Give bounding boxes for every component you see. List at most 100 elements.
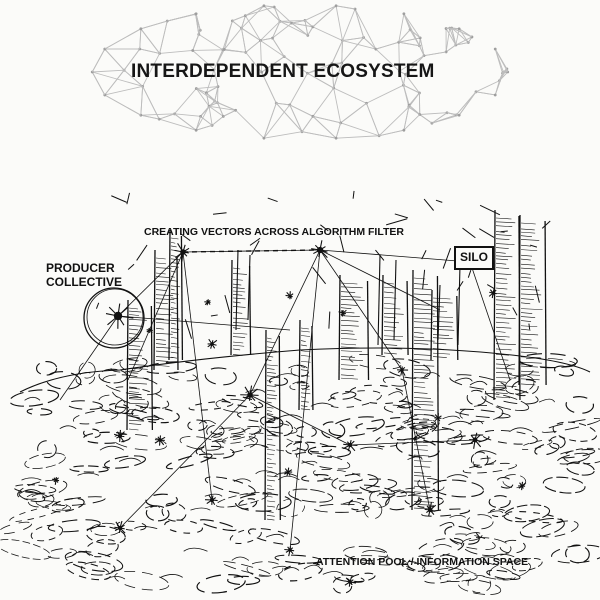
pillar-shading (340, 291, 356, 293)
mesh-edge (445, 28, 457, 46)
ripple (401, 560, 426, 572)
ripple (36, 360, 58, 376)
ripple (114, 396, 149, 415)
pillar-shading (300, 344, 307, 347)
star-core (316, 246, 324, 254)
ripple (265, 418, 293, 437)
ripple (288, 488, 334, 503)
mesh-edge (408, 92, 420, 106)
ripple (449, 533, 496, 551)
mesh-edge (291, 22, 309, 36)
ripple (209, 426, 262, 442)
star-core (113, 311, 123, 321)
ripple (179, 436, 222, 451)
pillar-shading (266, 515, 275, 517)
mesh-edge (475, 91, 496, 96)
wave-stroke (24, 396, 41, 401)
pillar-shading (432, 334, 450, 336)
mesh-edge (241, 28, 247, 53)
pillar-shading (413, 331, 424, 334)
pillar-shading (128, 398, 145, 400)
pillar-shading (495, 348, 512, 351)
pillar-shading (383, 307, 401, 310)
mesh-edge (341, 40, 343, 64)
producer-circle (83, 287, 145, 349)
pillar-shading (413, 414, 435, 416)
ripple (119, 358, 143, 373)
pillar-shading (340, 368, 356, 371)
pillar-shading (170, 245, 177, 248)
pillar-shading (300, 355, 311, 357)
wave-stroke (278, 414, 303, 419)
pillar-shading (495, 353, 510, 356)
pillar-shading (266, 337, 272, 340)
mesh-edge (331, 40, 343, 64)
pillar-shading (413, 299, 432, 302)
pillar-shading (232, 287, 245, 289)
mesh-edge (403, 84, 420, 94)
ripple (486, 569, 521, 580)
pillar-shading (340, 364, 358, 366)
mesh-edge (261, 71, 277, 104)
pillar-shading (495, 273, 512, 275)
filter-tick (312, 267, 327, 285)
mesh-edge (279, 20, 305, 22)
star-core (288, 294, 292, 298)
wave-stroke (274, 472, 298, 477)
pillar-shading (340, 295, 361, 298)
ripple (69, 465, 109, 473)
ripple (47, 519, 101, 533)
pillar-shading (128, 377, 149, 379)
mesh-edge (494, 48, 503, 74)
filter-tick (423, 198, 434, 211)
mesh-node (457, 27, 461, 31)
mesh-edge (263, 102, 277, 139)
filter-tick (212, 212, 227, 215)
vector-line (127, 251, 184, 381)
ripple (199, 519, 237, 532)
pillar-shading (300, 350, 310, 353)
pillar-shading (128, 354, 142, 357)
wave-stroke (19, 489, 42, 494)
vector-line (119, 394, 251, 529)
wave-stroke (275, 373, 300, 378)
pillar-shading (232, 341, 244, 344)
producer-circle-sketch (86, 288, 144, 346)
pillar-shading (128, 363, 147, 366)
ripple (406, 563, 461, 575)
mesh-edge (123, 69, 143, 87)
wave-stroke (141, 416, 164, 420)
ripple (339, 478, 398, 494)
ripple (542, 476, 586, 494)
mesh-node (334, 136, 338, 140)
ripple (446, 434, 490, 445)
pillar-shading (340, 315, 360, 317)
mesh-node (222, 48, 226, 51)
pillar-shading (340, 332, 355, 335)
pillar-shading (520, 228, 535, 231)
wave-stroke (396, 403, 421, 409)
mesh-edge (104, 85, 143, 96)
mesh-edge (272, 21, 281, 39)
wave-stroke (255, 470, 277, 475)
mesh-edge (312, 26, 343, 41)
pillar-shading (520, 258, 531, 261)
pillar-shading (413, 475, 432, 477)
mesh-edge (342, 37, 364, 41)
ripple (276, 498, 305, 518)
pillar-shading (340, 324, 359, 327)
pillar-shading (413, 303, 430, 306)
filter-tick (534, 285, 540, 303)
pillar-shading (155, 267, 172, 269)
pillar-shading (155, 302, 168, 304)
mesh-edge (174, 113, 201, 117)
pillar-shading (232, 327, 241, 329)
mesh-edge (123, 48, 141, 71)
ripple (444, 525, 480, 545)
pillar-edge (264, 329, 267, 521)
pillar-shading (128, 428, 139, 431)
pillar-shading (495, 255, 513, 258)
pillar-shading (520, 343, 532, 346)
pillar-shading (340, 286, 363, 289)
mesh-edge (366, 84, 404, 104)
